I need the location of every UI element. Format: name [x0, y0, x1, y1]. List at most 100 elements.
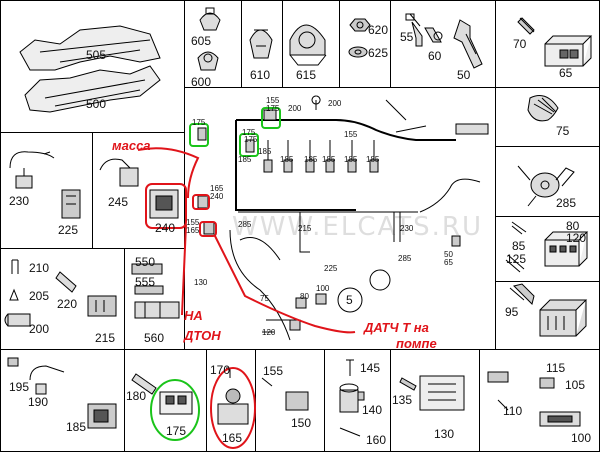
part-70-label: 70: [513, 37, 527, 51]
harness-225-label: 225: [324, 264, 338, 273]
connector-215-icon: [87, 295, 117, 317]
part-185-label: 185: [66, 420, 87, 434]
part-85-label: 85: [512, 239, 526, 253]
harness-200a-label: 200: [288, 104, 302, 113]
part-220-label: 220: [57, 297, 78, 311]
watermark: WWW.ELCATS.RU: [232, 212, 483, 242]
harness-285-label: 285: [238, 220, 252, 229]
harness-50-label: 50: [444, 250, 453, 259]
clip-600-icon: [197, 51, 219, 71]
sensor-230-icon: [9, 151, 55, 189]
harness-155c-label: 155: [186, 218, 200, 227]
sensor-190-icon: [29, 365, 65, 395]
part-205-label: 205: [29, 289, 50, 303]
connector-225-icon: [61, 189, 81, 219]
annotation-na: НА: [184, 308, 203, 323]
pin-220-icon: [55, 271, 77, 293]
harness-155-label: 155: [266, 96, 280, 105]
clamp-615-icon: [289, 24, 327, 66]
harness-185f-label: 185: [366, 155, 380, 164]
connector-130-icon: [419, 375, 465, 411]
part-600-label: 600: [191, 75, 212, 89]
part-105-label: 105: [565, 378, 586, 392]
part-180-label: 180: [126, 389, 147, 403]
harness-65-label: 65: [444, 258, 453, 267]
part-225-label: 225: [58, 223, 79, 237]
part-120-label: 120: [566, 231, 587, 245]
part-65-label: 65: [559, 66, 573, 80]
pin-105-icon: [539, 377, 555, 389]
part-135-label: 135: [392, 393, 413, 407]
part-145-label: 145: [360, 361, 381, 375]
pin-135-icon: [399, 377, 417, 391]
pin-110-icon: [497, 399, 509, 411]
part-200-label: 200: [29, 322, 50, 336]
part-230-label: 230: [9, 194, 30, 208]
washer-625-icon: [348, 46, 368, 58]
sensor-60-icon: [424, 27, 443, 43]
connector-175-icon: [159, 391, 193, 415]
pin-180-icon: [131, 373, 157, 395]
harness-200b-label: 200: [328, 99, 342, 108]
cell-195-185[interactable]: [0, 349, 125, 452]
harness-130-label: 130: [194, 278, 208, 287]
bracket-505-icon: [19, 25, 161, 71]
wiring-harness-icon: [197, 95, 489, 341]
cell-620-625[interactable]: [339, 0, 391, 88]
plug-555-icon: [134, 285, 164, 295]
cell-55-60-50[interactable]: [390, 0, 496, 88]
harness-185g-label: 185: [238, 155, 252, 164]
pin-210-icon: [11, 259, 19, 274]
part-170-label: 170: [210, 363, 231, 377]
part-165-label: 165: [222, 431, 243, 445]
harness-155b-label: 155: [344, 130, 358, 139]
connector-200-icon: [4, 313, 31, 327]
connector-65-icon: [544, 35, 593, 67]
nut-620-icon: [349, 18, 371, 32]
sensor-50-icon: [453, 19, 483, 69]
part-240-label: 240: [155, 221, 176, 235]
part-160-label: 160: [366, 433, 387, 447]
part-140-label: 140: [362, 403, 383, 417]
plug-560-icon: [134, 301, 180, 319]
plug-550-icon: [131, 263, 163, 275]
harness-175a-label: 175: [266, 104, 280, 113]
part-560-label: 560: [144, 331, 165, 345]
pin-95-icon: [509, 283, 535, 305]
sensor-245-icon: [99, 158, 139, 187]
harness-5-label: 5: [346, 293, 353, 307]
part-60-label: 60: [428, 49, 442, 63]
pin-155-icon: [261, 377, 273, 387]
sensor-165-icon: [217, 388, 249, 425]
part-100-label: 100: [571, 431, 592, 445]
part-110-label: 110: [503, 404, 523, 418]
part-130-label: 130: [434, 427, 455, 441]
part-550-label: 550: [135, 255, 156, 269]
harness-100-label: 100: [316, 284, 330, 293]
part-115-label: 115: [546, 361, 566, 375]
cell-75[interactable]: [495, 87, 600, 147]
harness-185a-label: 185: [258, 147, 272, 156]
part-175-label: 175: [166, 424, 187, 438]
pin-85-icon: [511, 221, 527, 235]
pin-145-icon: [346, 359, 354, 376]
harness-165-label: 165: [210, 184, 224, 193]
part-555-label: 555: [135, 275, 156, 289]
connector-240-icon: [149, 189, 179, 219]
pin-115-icon: [487, 371, 509, 383]
harness-165b-label: 165: [186, 226, 200, 235]
part-620-label: 620: [368, 23, 389, 37]
boot-75-icon: [527, 95, 559, 122]
part-50-label: 50: [457, 68, 471, 82]
bolt-55-icon: [405, 13, 423, 47]
part-505-label: 505: [86, 48, 107, 62]
pin-205-icon: [9, 288, 19, 301]
part-125-label: 125: [506, 252, 527, 266]
annotation-dtoh: ДТОН: [184, 328, 221, 343]
part-195-label: 195: [9, 380, 30, 394]
harness-285b-label: 285: [398, 254, 412, 263]
connector-95-icon: [539, 299, 588, 337]
harness-75-label: 75: [260, 294, 269, 303]
part-80-label: 80: [566, 219, 580, 233]
